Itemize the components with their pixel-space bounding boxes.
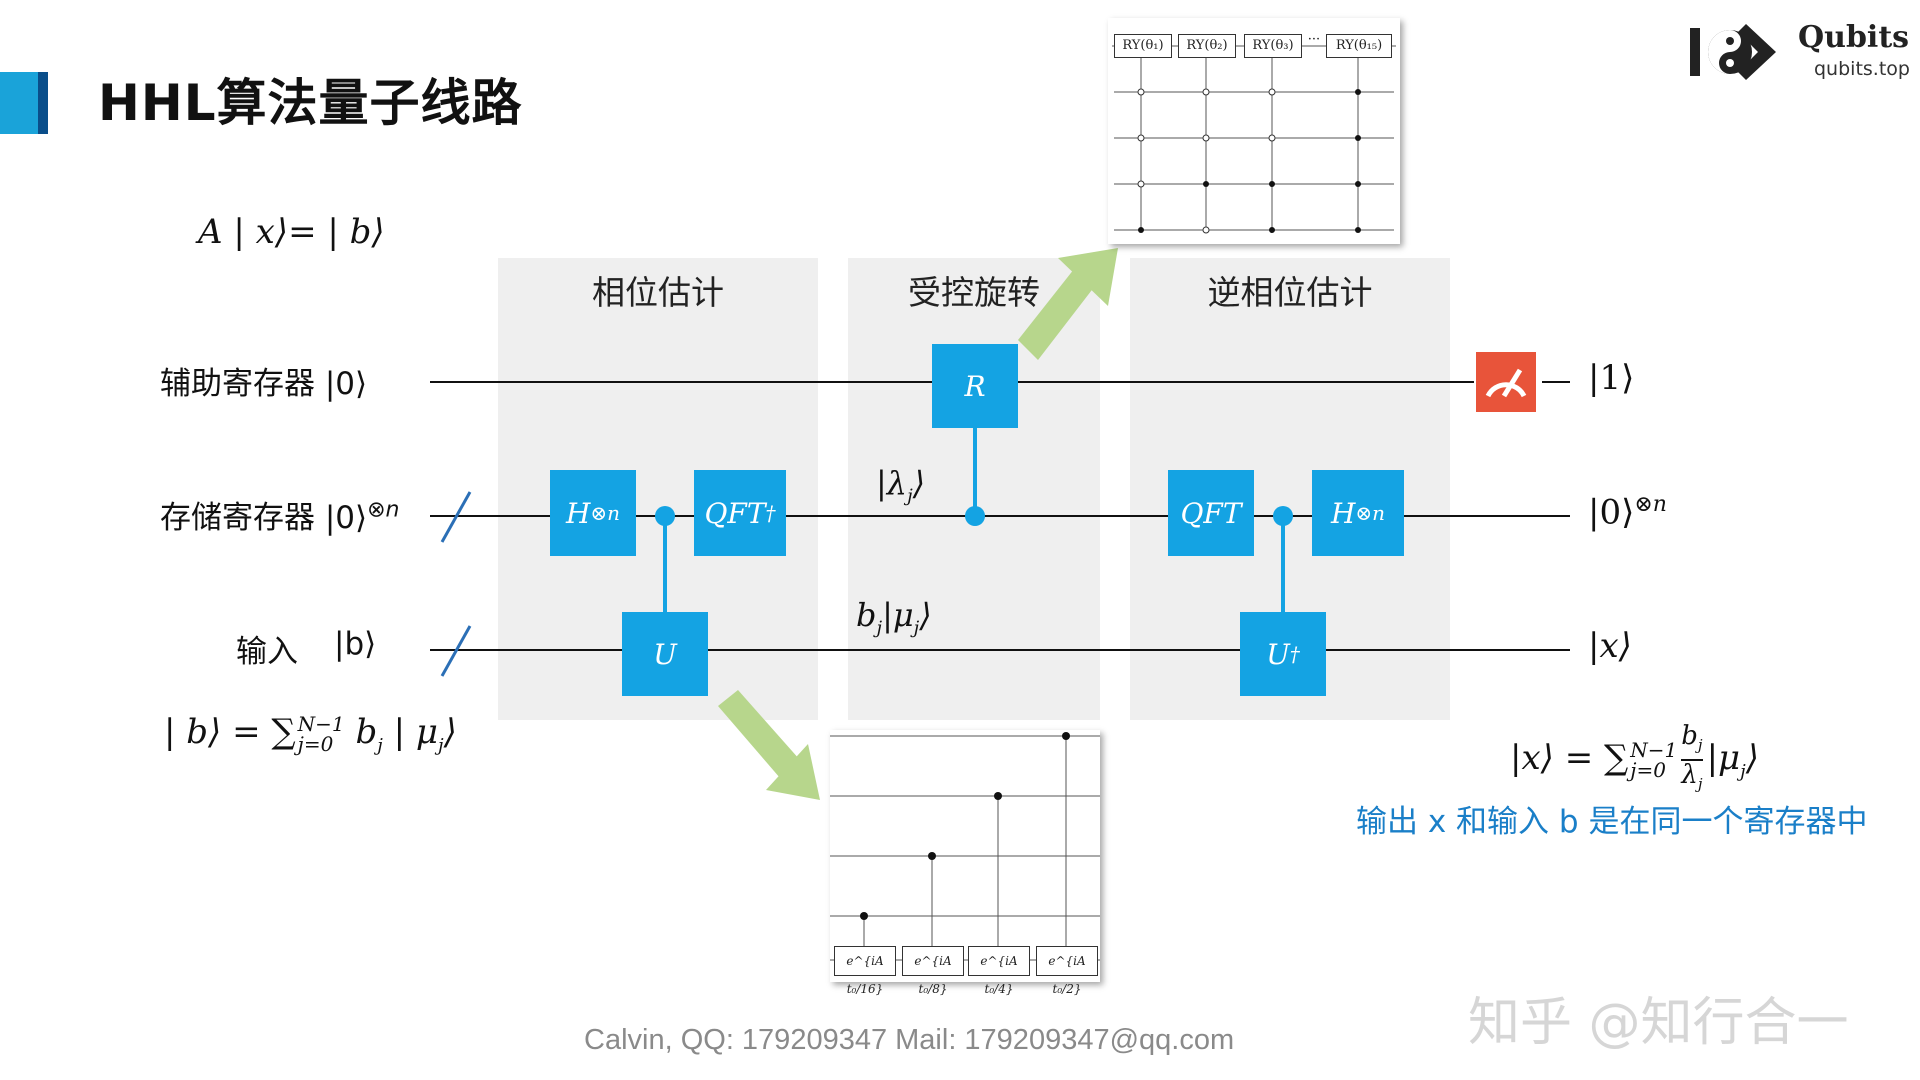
qft-gate: QFT <box>1168 470 1254 556</box>
ry-gate-3: RY(θ₃) <box>1244 34 1302 58</box>
logo-site: qubits.top <box>1814 58 1910 80</box>
meter-icon <box>1485 368 1527 398</box>
input-bundle-slash <box>440 625 472 677</box>
rotation-gate: R <box>932 344 1018 428</box>
ancilla-register-label: 辅助寄存器 |0⟩ <box>160 366 368 402</box>
storage-output-text: |0⟩ <box>1588 492 1635 533</box>
control-dot-r <box>965 506 985 526</box>
unitary-dagger-sup: † <box>1289 642 1300 666</box>
coefficient-mu: |μ <box>882 596 914 634</box>
section-label-controlled-rotation: 受控旋转 <box>908 273 1040 312</box>
coefficient-b: b <box>856 596 877 634</box>
coefficient-b-sub: j <box>876 617 883 639</box>
ry-ellipsis: ··· <box>1307 32 1321 47</box>
section-label-phase-estimation: 相位估计 <box>592 273 724 312</box>
author-footer: Calvin, QQ: 179209347 Mail: 179209347@qq… <box>584 1024 1235 1056</box>
hadamard-out-label: H <box>1330 496 1356 530</box>
unitary-power-8: e^{iA t₀/8} <box>902 946 964 996</box>
x-decomp-mu: |μ <box>1706 738 1741 779</box>
rotation-circuit-diagram <box>1112 45 1396 234</box>
hadamard-gate-out: H⊗n <box>1312 470 1404 556</box>
inverse-qft-sup: † <box>765 501 776 525</box>
x-decomp-sup: N−1 <box>1630 738 1678 763</box>
inverse-qft-label: QFT <box>704 496 766 530</box>
ry-gate-1: RY(θ₁) <box>1114 34 1172 58</box>
unitary-dagger-label: U <box>1266 637 1290 671</box>
register-note: 输出 x 和输入 b 是在同一个寄存器中 <box>1356 804 1868 840</box>
title-accent-bar-dark <box>38 72 48 134</box>
x-decomp-den: λ <box>1681 760 1698 791</box>
b-decomp-lhs: | b⟩ = ∑ <box>164 712 296 752</box>
input-register-state: |b⟩ <box>334 626 377 662</box>
unitary-dagger-gate: U† <box>1240 612 1326 696</box>
qubits-logo: Qubits qubits.top <box>1688 18 1910 88</box>
eigenvalue-close: ⟩ <box>912 464 926 502</box>
b-decomp-close: ⟩ <box>443 712 457 752</box>
arrow-to-unitary-inset <box>718 690 820 800</box>
unitary-power-16: e^{iA t₀/16} <box>834 946 896 996</box>
b-decomp-b-sub: j <box>377 734 383 756</box>
unitary-gate: U <box>622 612 708 696</box>
b-decomp-mu: | μ <box>382 712 438 752</box>
hadamard-in-sup: ⊗n <box>590 501 621 525</box>
x-decomp-num-sub: j <box>1697 736 1703 755</box>
inverse-qft-gate: QFT† <box>694 470 786 556</box>
storage-register-text: 存储寄存器 |0⟩ <box>160 500 368 536</box>
b-decomp-mu-sub: j <box>438 734 444 756</box>
b-decomp-sub: j=0 <box>297 732 334 756</box>
measurement-gate <box>1476 352 1536 412</box>
hadamard-gate-in: H⊗n <box>550 470 636 556</box>
storage-output-sup: ⊗n <box>1634 492 1667 517</box>
input-register-label: 输入 <box>236 634 298 670</box>
eigenvalue-label: |λj⟩ <box>876 464 925 506</box>
unitary-power-2: e^{iA t₀/2} <box>1036 946 1098 996</box>
zhihu-watermark: 知乎 @知行合一 <box>1468 993 1849 1053</box>
ry-gate-15: RY(θ₁₅) <box>1326 34 1392 58</box>
hadamard-out-sup: ⊗n <box>1355 501 1386 525</box>
unitary-circuit-inset: e^{iA t₀/16} e^{iA t₀/8} e^{iA t₀/4} e^{… <box>830 730 1100 996</box>
x-decomp-close: ⟩ <box>1745 738 1759 779</box>
eigenvalue-sub: j <box>907 485 913 507</box>
page-title: HHL算法量子线路 <box>98 74 523 132</box>
storage-register-label: 存储寄存器 |0⟩⊗n <box>160 492 400 537</box>
storage-register-sup: ⊗n <box>367 497 400 523</box>
control-dot-u-dag <box>1273 506 1293 526</box>
linear-system-equation: A | x⟩= | b⟩ <box>198 212 385 252</box>
qubits-logo-icon <box>1690 24 1776 80</box>
x-decomp-mu-sub: j <box>1740 760 1746 782</box>
rotation-circuit-inset: RY(θ₁) RY(θ₂) RY(θ₃) ··· RY(θ₁₅) <box>1108 18 1400 244</box>
x-decomp-sub: j=0 <box>1630 758 1666 783</box>
x-decomp-lhs: |x⟩ = ∑ <box>1510 738 1629 779</box>
unitary-power-4: e^{iA t₀/4} <box>968 946 1030 996</box>
b-decomp-b: b <box>344 712 378 752</box>
ancilla-output-label: |1⟩ <box>1588 358 1635 398</box>
coefficient-close: ⟩ <box>919 596 932 634</box>
hadamard-in-label: H <box>565 496 591 530</box>
unitary-circuit-diagram <box>830 732 1100 961</box>
title-accent-bar <box>0 72 38 134</box>
logo-name: Qubits <box>1798 20 1910 55</box>
x-decomp-den-sub: j <box>1697 775 1703 794</box>
storage-bundle-slash <box>440 491 472 543</box>
control-dot-u <box>655 506 675 526</box>
eigenvalue-symbol: |λ <box>876 464 908 502</box>
coefficient-mu-sub: j <box>913 617 920 639</box>
arrow-to-rotation-inset <box>1018 248 1118 360</box>
input-output-label: |x⟩ <box>1588 626 1632 666</box>
storage-output-label: |0⟩⊗n <box>1588 492 1667 532</box>
ry-gate-2: RY(θ₂) <box>1178 34 1236 58</box>
section-label-inverse-phase-estimation: 逆相位估计 <box>1207 273 1373 312</box>
coefficient-label: bj|μj⟩ <box>856 596 932 638</box>
b-decomp-sup: N−1 <box>297 712 345 736</box>
x-decomp-num: b <box>1681 721 1698 751</box>
